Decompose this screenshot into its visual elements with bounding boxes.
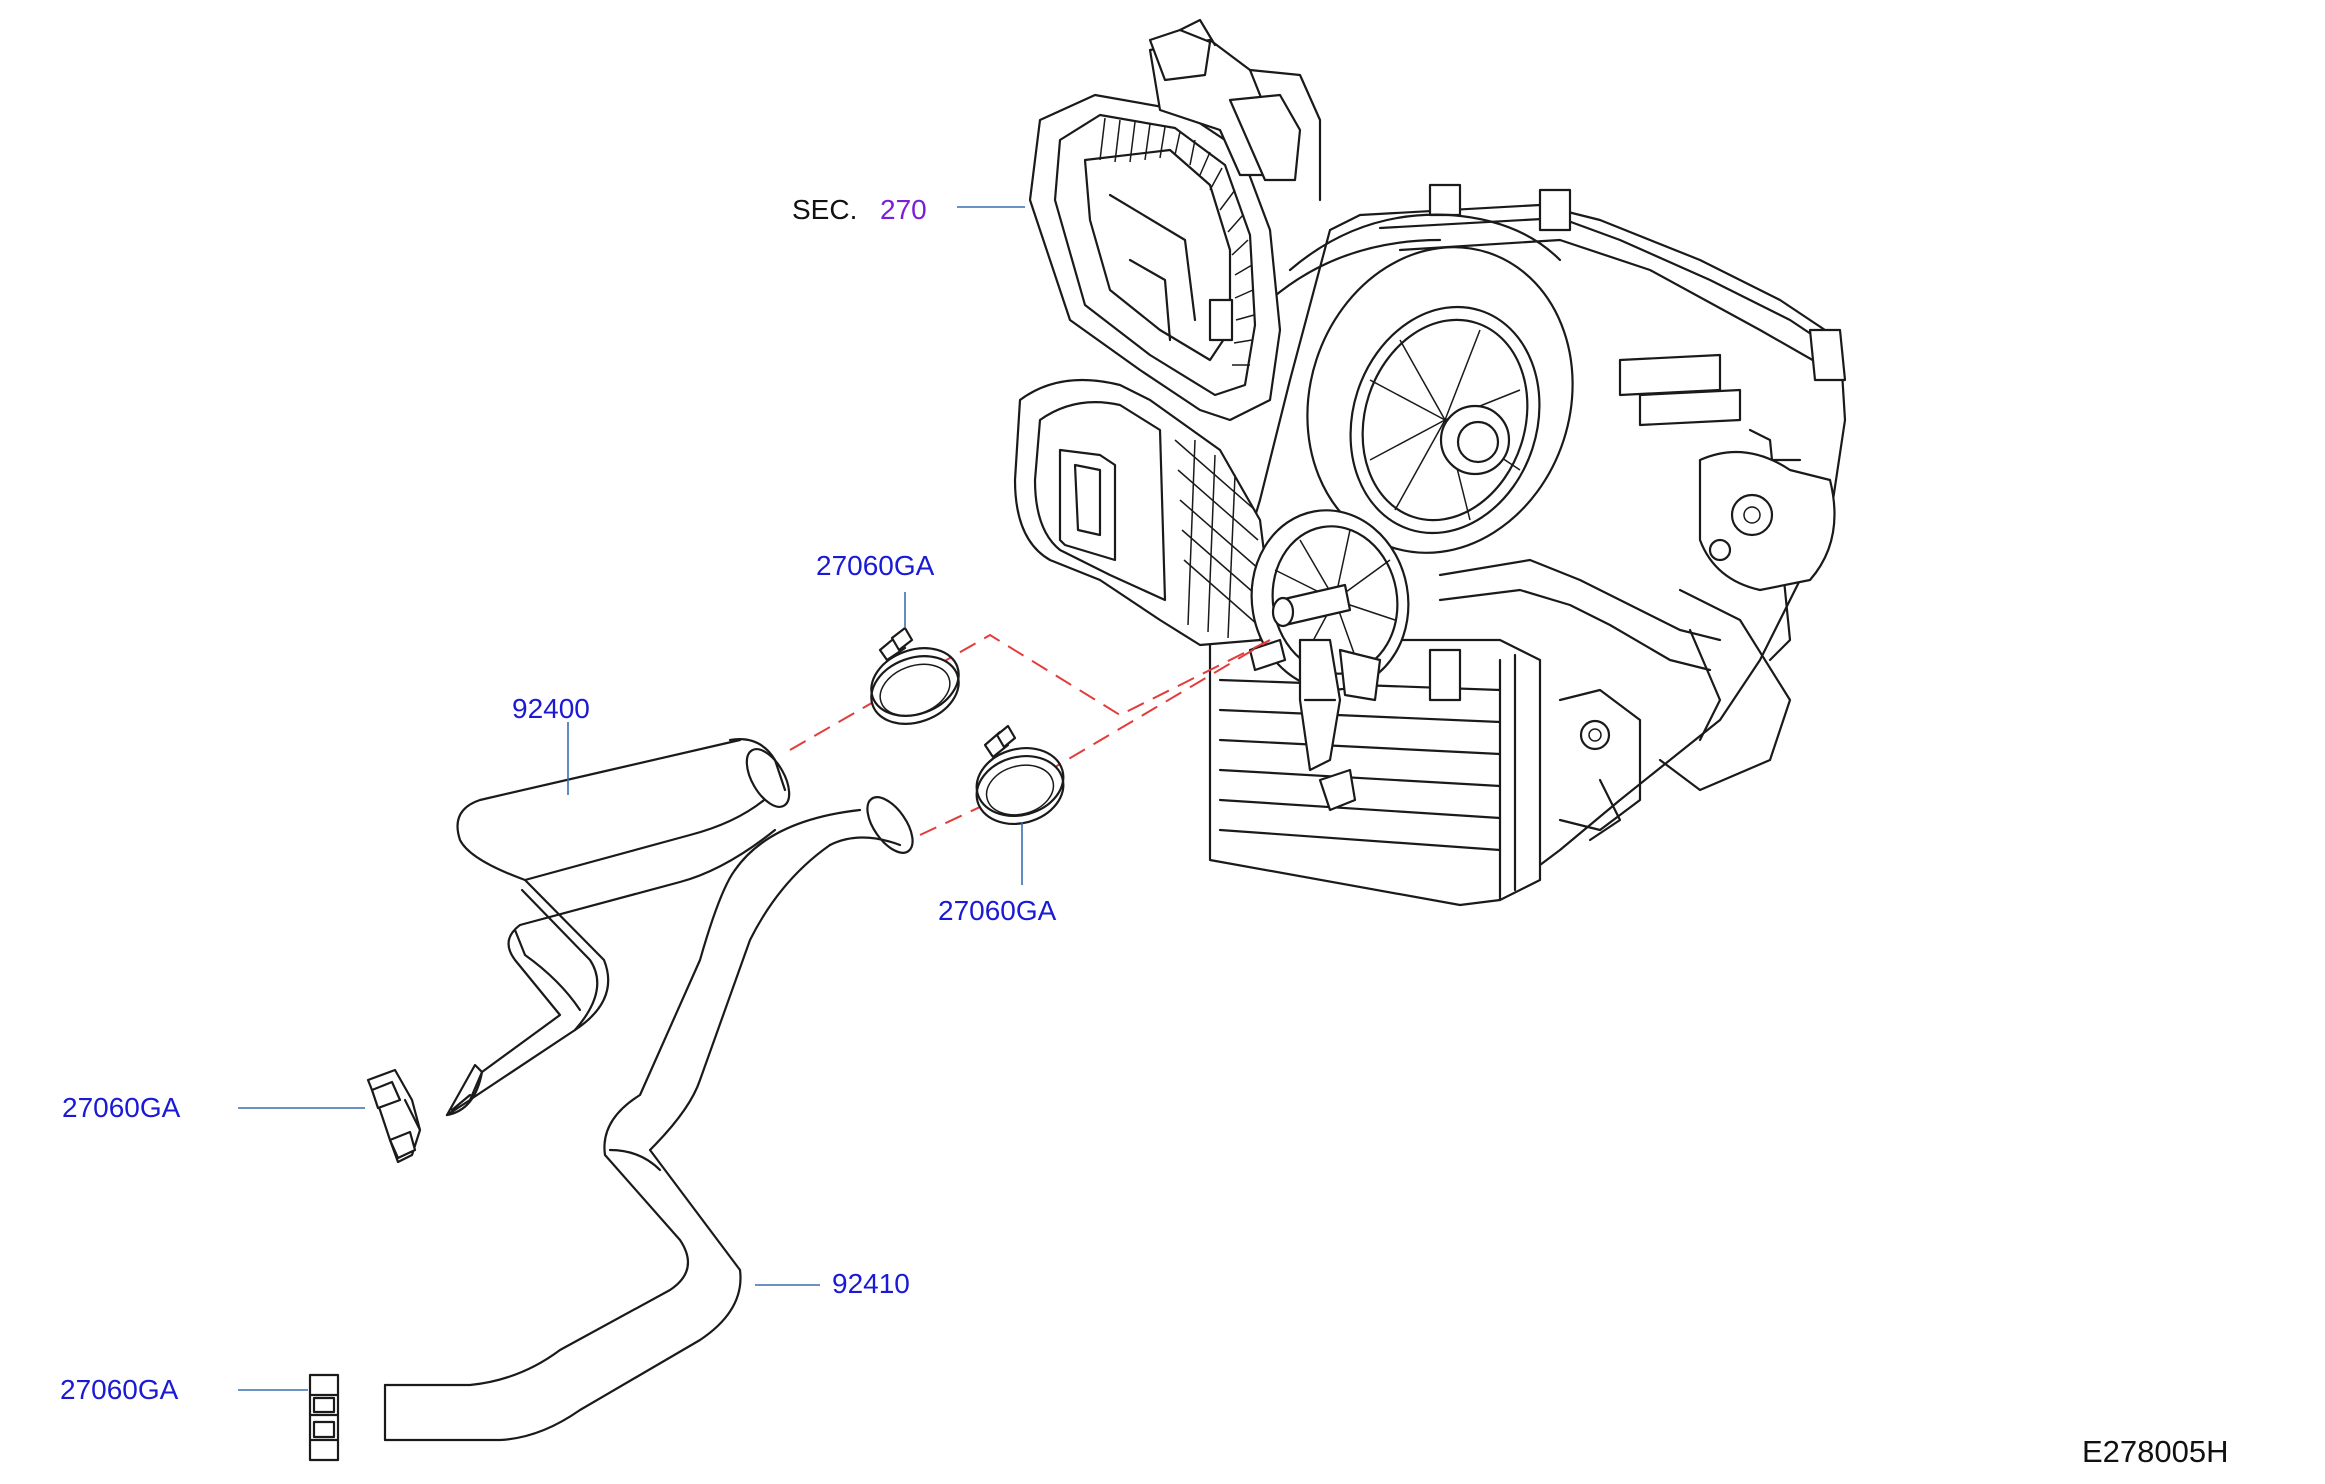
leader-lines	[238, 206, 1025, 1391]
part-label-clamp-upper[interactable]: 27060GA	[816, 550, 935, 581]
clamp-left-lower-graphic	[308, 1373, 340, 1462]
part-label-clamp-left-upper[interactable]: 27060GA	[62, 1092, 181, 1123]
clamp-upper-graphic	[870, 626, 960, 725]
part-label-hose-lower[interactable]: 92410	[832, 1268, 910, 1299]
section-ref-number[interactable]: 270	[880, 194, 927, 225]
clamp-mid-graphic	[975, 724, 1065, 825]
part-label-hose-upper[interactable]: 92400	[512, 693, 590, 724]
section-ref-prefix: SEC.	[792, 194, 858, 225]
heater-unit-assembly	[1013, 18, 1847, 907]
clamp-left-upper-graphic	[366, 1068, 422, 1164]
hose-92400	[445, 738, 791, 1117]
diagram-code: E278005H	[2082, 1434, 2229, 1469]
part-label-clamp-left-lower[interactable]: 27060GA	[60, 1374, 179, 1405]
part-label-clamp-mid[interactable]: 27060GA	[938, 895, 1057, 926]
hose-92410	[383, 796, 914, 1442]
